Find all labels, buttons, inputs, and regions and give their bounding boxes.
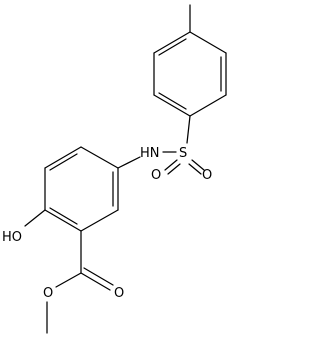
ring-to-sulfur-bond — [186, 115, 191, 144]
ring-bond — [80, 146, 119, 169]
methyl-ester-group: O O — [43, 230, 124, 334]
ring-bond — [80, 209, 119, 232]
sulfur-atom-label: S — [179, 146, 187, 161]
hydroxyl-group: HO — [2, 209, 46, 245]
hydroxyl-bond — [24, 209, 46, 227]
ring-double-bond — [158, 38, 187, 56]
sulfonamide-group: S O O HN — [140, 115, 212, 183]
toluene-ring — [153, 4, 227, 117]
sulfur-oxygen-double-bond — [164, 159, 178, 171]
carbonyl-oxygen-label: O — [114, 286, 124, 301]
ring-bond — [189, 94, 227, 117]
ester-oxygen-label: O — [43, 286, 53, 301]
salicylate-ring — [44, 146, 141, 232]
ring-bond — [44, 146, 82, 169]
sulfonyl-oxygen-right-label: O — [202, 168, 212, 183]
chemical-structure: S O O HN HO O O — [2, 4, 227, 334]
ring-bond — [153, 31, 191, 54]
ring-bond — [44, 209, 82, 232]
hydroxyl-label: HO — [2, 230, 22, 245]
sulfur-oxygen-double-bond — [188, 163, 202, 175]
carbonyl-double-bond — [83, 267, 114, 286]
carbonyl-double-bond — [80, 272, 111, 291]
ring-double-bond — [49, 207, 78, 225]
ring-double-bond — [158, 92, 187, 110]
ring-bond — [189, 31, 227, 54]
ring-double-bond — [49, 153, 78, 171]
sulfur-oxygen-double-bond — [191, 159, 205, 171]
amine-label: HN — [140, 146, 160, 161]
ring-bond — [153, 94, 191, 117]
nitrogen-to-ring-bond — [117, 156, 141, 169]
sulfur-oxygen-double-bond — [167, 163, 181, 175]
sulfonyl-oxygen-left-label: O — [151, 168, 161, 183]
ester-single-bond — [55, 272, 82, 288]
